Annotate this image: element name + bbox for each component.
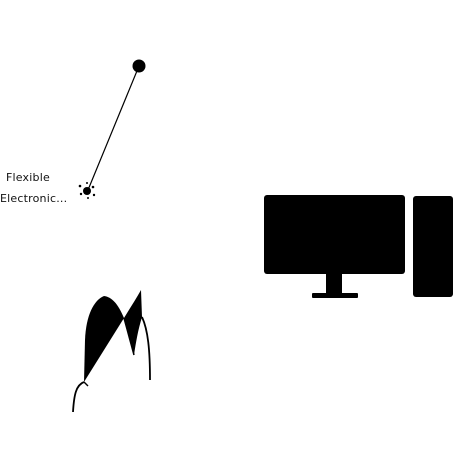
- abstract-figure-icon: [72, 290, 151, 413]
- monitor-screen: [264, 195, 405, 274]
- monitor-neck: [326, 274, 342, 294]
- desktop-computer-icon: [264, 195, 453, 298]
- sparkle-icon: [78, 182, 96, 199]
- annotation-label-line1: Flexible: [6, 171, 50, 184]
- pin-dot-icon: [132, 59, 146, 73]
- tower-case: [413, 196, 453, 297]
- monitor-base: [312, 293, 358, 298]
- annotation-label-line2: Electronic...: [0, 192, 68, 205]
- leader-line: [87, 65, 140, 191]
